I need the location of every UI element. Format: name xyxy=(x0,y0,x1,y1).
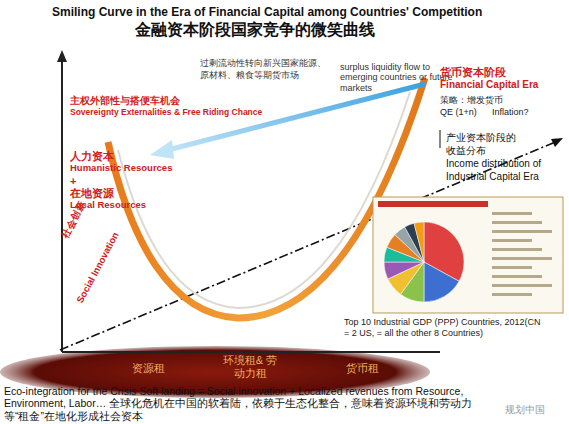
x-axis xyxy=(62,351,440,353)
label: Income distribution of xyxy=(446,158,541,170)
label: 规划中国 xyxy=(505,404,545,416)
label: Humanistic Resources xyxy=(70,163,172,174)
label: 货币资本阶段 xyxy=(440,66,506,79)
title: Smiling Curve in the Era of Financial Ca… xyxy=(52,6,482,20)
rent-label: 资源租 xyxy=(118,362,178,375)
rent-label: 货币租 xyxy=(332,362,392,375)
rent-label: 环境租& 劳动力租 xyxy=(222,354,278,380)
label: + xyxy=(70,175,76,188)
label: QE (1+n) xyxy=(440,107,477,117)
rent-band: 资源租 环境租& 劳动力租 货币租 xyxy=(110,352,400,386)
label: Industrial Capital Era xyxy=(446,171,539,183)
label: 过剩流动性转向新兴国家能源、原材料、粮食等期货市场 xyxy=(200,58,330,81)
label: 人力资本 xyxy=(70,150,114,163)
y-axis xyxy=(61,58,63,352)
label: 产业资本阶段的 xyxy=(446,132,516,144)
label: 金融资本阶段国家竞争的微笑曲线 xyxy=(135,21,375,39)
pie-panel: Top 10 Industrial GDP (PPP) Countries, 2… xyxy=(372,196,564,382)
label: Inflation? xyxy=(492,107,529,117)
label: Financial Capital Era xyxy=(440,79,538,91)
caption: Eco-integration for the Crisis Soft land… xyxy=(4,385,496,422)
pie-caption: Top 10 Industrial GDP (PPP) Countries, 2… xyxy=(344,317,544,339)
label: 社会创新 xyxy=(60,200,88,240)
pie-chart xyxy=(372,196,564,314)
label: Social Innovation xyxy=(75,231,122,306)
label: Sovereignty Externalities & Free Riding … xyxy=(70,108,262,118)
label: 在地资源 xyxy=(70,187,114,200)
label: 收益分布 xyxy=(446,145,486,157)
label: 主权外部性与搭便车机会 xyxy=(70,96,180,107)
label: 策略：增发货币 xyxy=(440,95,503,105)
